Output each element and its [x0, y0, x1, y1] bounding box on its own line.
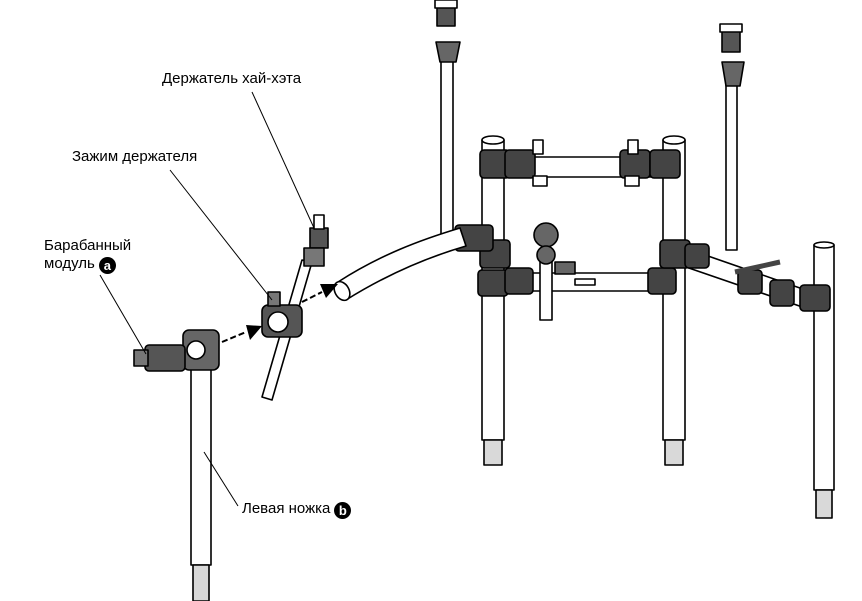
rack-cymbal-arm-left	[434, 0, 461, 236]
rack-center-mount	[533, 222, 781, 321]
rack-cymbal-arm-right	[719, 23, 745, 251]
leader-hihat-holder	[251, 91, 315, 229]
left-leg-part	[190, 364, 212, 601]
assembly-arrow-2	[301, 284, 338, 303]
label-drum-module-text: модуль	[44, 255, 95, 272]
marker-b-icon: b	[334, 502, 352, 519]
label-hihat-holder: Держатель хай-хэта	[162, 70, 302, 87]
label-drum-module-line1: Барабанный	[44, 237, 132, 254]
rack-far-right-leg	[813, 241, 835, 519]
leader-holder-clamp	[169, 169, 273, 301]
rack-clamps	[454, 149, 831, 312]
leader-drum-module	[99, 274, 147, 355]
drum-module-clamp-part	[133, 329, 220, 372]
label-holder-clamp: Зажим держателя	[72, 148, 198, 165]
holder-clamp-part	[261, 291, 303, 338]
leader-left-leg	[203, 451, 239, 507]
rack-left-curved-arm	[333, 227, 467, 302]
marker-a-icon: a	[98, 257, 116, 274]
assembly-arrow-1	[221, 325, 262, 343]
rack-right-front-leg	[662, 139, 686, 466]
label-left-leg-text: Левая ножка	[242, 500, 331, 517]
rack-left-front-leg	[481, 139, 505, 466]
